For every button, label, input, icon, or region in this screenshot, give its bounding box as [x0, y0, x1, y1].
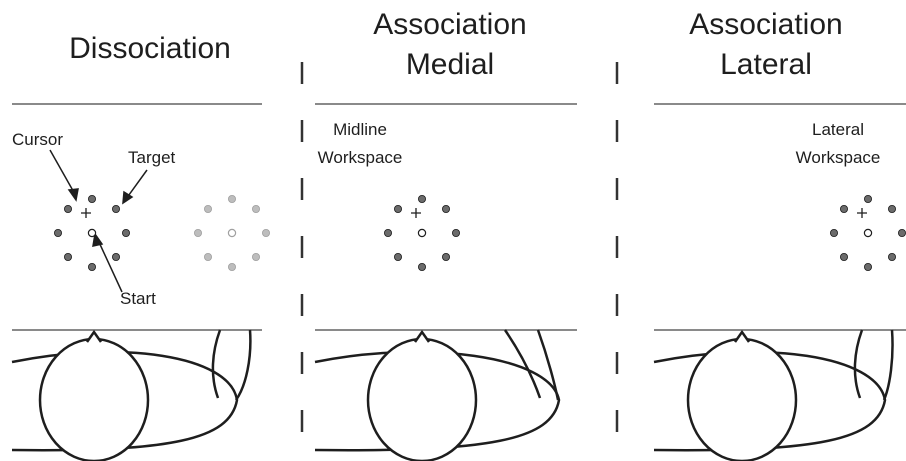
target-dot [88, 195, 95, 202]
target-dot [228, 263, 235, 270]
target-dot [88, 263, 95, 270]
start-circle [864, 229, 871, 236]
target-dot [418, 263, 425, 270]
target-dot [194, 229, 201, 236]
target-dot [452, 229, 459, 236]
head-1 [40, 339, 148, 461]
target-array-medial [384, 195, 459, 270]
target-dot [384, 229, 391, 236]
start-circle [418, 229, 425, 236]
start-circle [228, 229, 235, 236]
target-dot [394, 205, 401, 212]
target-dot [252, 253, 259, 260]
target-dot [418, 195, 425, 202]
target-dot [442, 205, 449, 212]
target-dot [122, 229, 129, 236]
target-dot [840, 253, 847, 260]
target-dot [64, 253, 71, 260]
forearm-3 [884, 330, 893, 400]
nose-1 [87, 332, 101, 342]
upper-arm-1 [213, 330, 220, 398]
head-3 [688, 339, 796, 461]
subject-figure-3 [654, 330, 893, 461]
start-circle [88, 229, 95, 236]
cursor-crosshair [411, 208, 421, 218]
upper-arm-3 [855, 330, 862, 398]
target-dot [864, 195, 871, 202]
subject-figures [12, 330, 893, 461]
arrow-start-line [98, 240, 122, 292]
forearm-2 [538, 330, 558, 400]
target-dot [204, 205, 211, 212]
subject-figure-1 [12, 330, 250, 461]
target-dot [830, 229, 837, 236]
annotation-arrows [50, 150, 147, 292]
target-dot [64, 205, 71, 212]
nose-3 [735, 332, 749, 342]
target-dot [394, 253, 401, 260]
target-dot [252, 205, 259, 212]
target-dot [898, 229, 905, 236]
target-dot [864, 263, 871, 270]
target-dot [888, 253, 895, 260]
target-arrays [54, 195, 905, 270]
target-array-dissociation [54, 195, 129, 270]
forearm-1 [236, 330, 250, 400]
target-dot [228, 195, 235, 202]
target-dot [204, 253, 211, 260]
target-dot [112, 205, 119, 212]
cursor-crosshair [81, 208, 91, 218]
target-dot [262, 229, 269, 236]
nose-2 [415, 332, 429, 342]
target-array-lateral [830, 195, 905, 270]
subject-figure-2 [315, 330, 559, 461]
cursor-crosshair [857, 208, 867, 218]
target-dot [112, 253, 119, 260]
arrow-cursor-head [69, 189, 78, 200]
target-dot [888, 205, 895, 212]
target-array-dissociation-faded [194, 195, 269, 270]
horizontal-separators [12, 104, 906, 330]
target-dot [54, 229, 61, 236]
head-2 [368, 339, 476, 461]
target-dot [442, 253, 449, 260]
target-dot [840, 205, 847, 212]
